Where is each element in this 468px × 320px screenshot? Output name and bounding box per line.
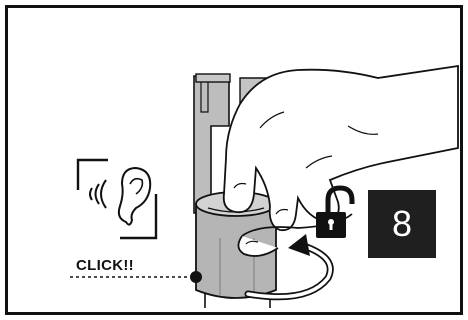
hearing-icon: [78, 160, 156, 238]
step-number-badge: 8: [368, 190, 436, 258]
click-label: CLICK!!: [76, 257, 134, 274]
instruction-panel: 8 CLICK!!: [5, 5, 463, 315]
